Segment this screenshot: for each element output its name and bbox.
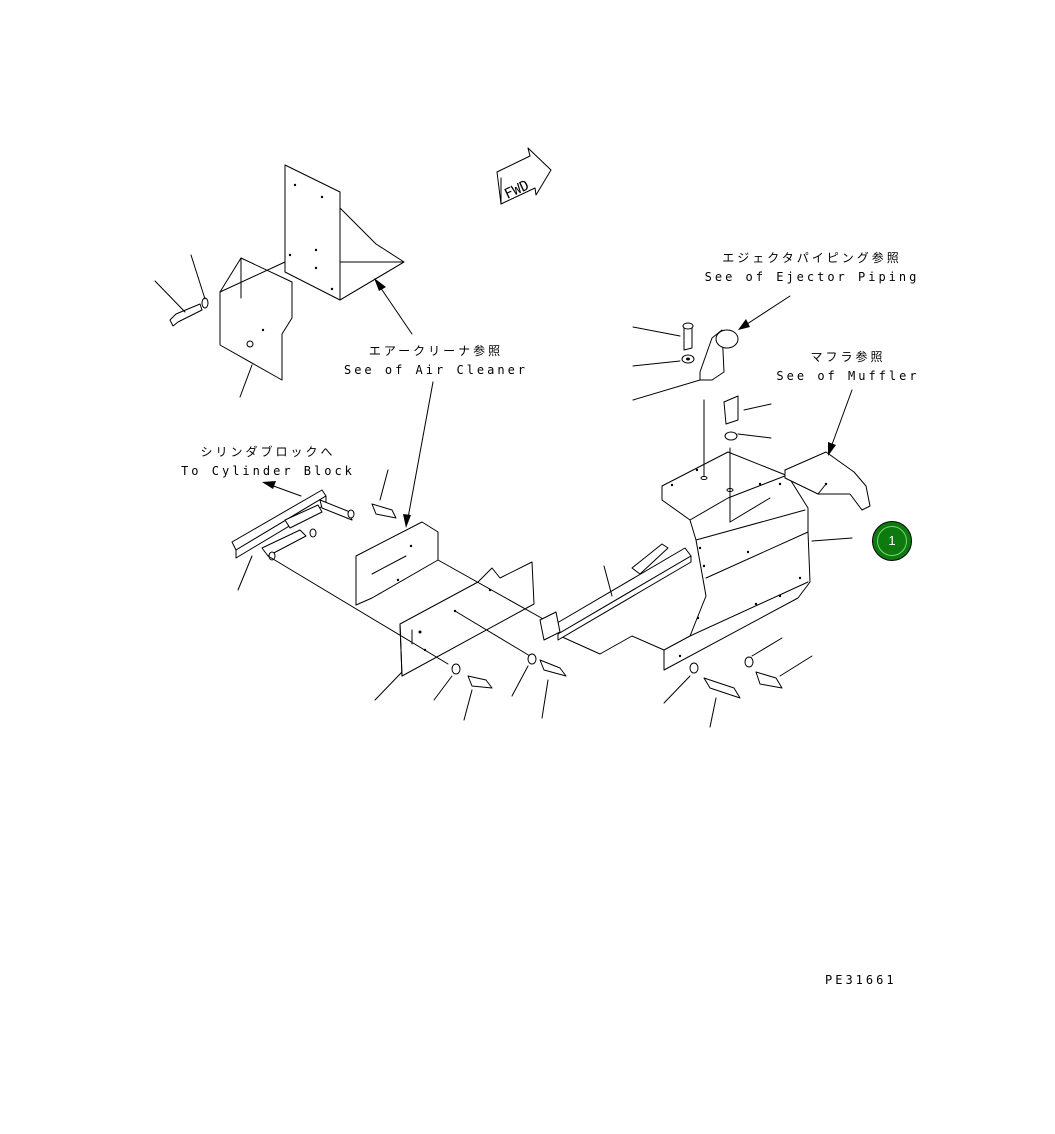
muffler-label-jp: マフラ参照 [810, 350, 886, 364]
left-rail [231, 489, 355, 591]
callout-number: 1 [877, 526, 907, 556]
right-main-bracket [661, 399, 853, 671]
ejector-clamp [681, 322, 739, 441]
cylinder-block-label-jp: シリンダブロックへ [200, 445, 336, 459]
lower-bolts [371, 469, 813, 728]
drawing-number: PE31661 [825, 973, 897, 987]
fwd-arrow: FWD [496, 147, 552, 205]
assembly-lines [267, 555, 665, 665]
center-bracket [355, 521, 439, 606]
air-cleaner-label-jp: エアークリーナ参照 [368, 344, 504, 358]
air-cleaner-bracket [219, 164, 405, 381]
muffler-label-en: See of Muffler [776, 369, 920, 383]
ejector-piping-label-jp: エジェクタパイピング参照 [722, 251, 902, 265]
clamp-leaders [632, 326, 772, 439]
reference-arrows [262, 278, 853, 528]
ejector-piping-label-en: See of Ejector Piping [704, 270, 920, 284]
item-callout-1[interactable]: 1 [872, 521, 912, 561]
cylinder-block-label-en: To Cylinder Block [181, 464, 355, 478]
muffler-bracket [784, 451, 871, 511]
lower-left-bracket [399, 561, 535, 677]
bolt-upper-left [154, 254, 253, 398]
air-cleaner-label-en: See of Air Cleaner [343, 363, 529, 377]
middle-flat-bar [539, 543, 692, 641]
